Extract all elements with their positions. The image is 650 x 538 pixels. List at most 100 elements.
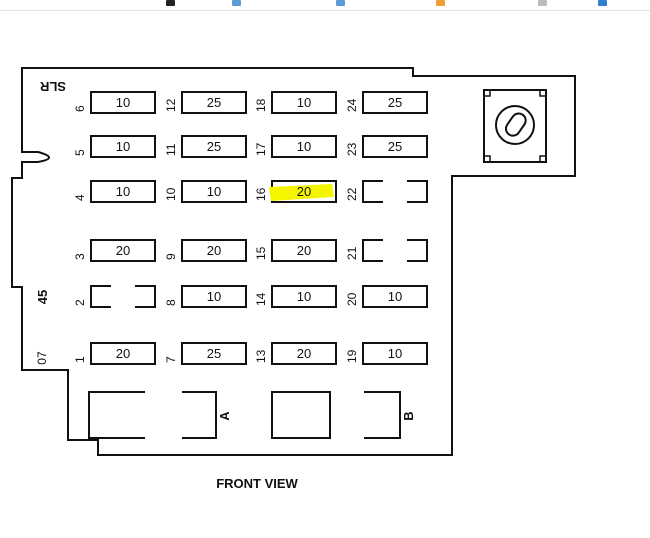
fuse-position-label: 16 — [254, 187, 268, 201]
fuse-slot — [90, 91, 156, 114]
toolbar-icon[interactable] — [232, 0, 241, 6]
fuse-slot — [362, 285, 428, 308]
fuse-10: 10 10 — [164, 180, 247, 203]
fuse-slot — [271, 91, 337, 114]
fuse-slot — [271, 239, 337, 262]
fuse-slot — [90, 180, 156, 203]
side-label-45: 45 — [35, 290, 50, 304]
fuse-slot — [271, 342, 337, 365]
toolbar-icon[interactable] — [598, 0, 607, 6]
connector-a — [88, 391, 217, 439]
fuse-4: 104 — [73, 180, 156, 203]
fuse-position-label: 21 — [345, 246, 359, 260]
fuse-position-label: 2 — [73, 299, 87, 306]
corner-label: SLR — [39, 79, 66, 94]
fuse-rating: 20 — [207, 243, 221, 258]
fuse-position-label: 20 — [345, 292, 359, 306]
toolbar-icon[interactable] — [166, 0, 175, 6]
fuse-rating: 20 — [116, 346, 130, 361]
diagram-caption: FRONT VIEW — [216, 476, 298, 491]
fuse-rating: 10 — [388, 346, 402, 361]
fuse-position-label: 5 — [73, 149, 87, 156]
fuse-position-label: 8 — [164, 299, 178, 306]
fuse-rating: 10 — [297, 289, 311, 304]
fuse-rating: 25 — [207, 95, 221, 110]
fuse-20: 10 20 — [345, 285, 428, 308]
fuse-position-label: 10 — [164, 187, 178, 201]
fuse-1: 20 1 — [73, 342, 156, 365]
fuse-position-label: 24 — [345, 98, 359, 112]
fuse-rating: 25 — [388, 95, 402, 110]
fuse-rating: 10 — [297, 139, 311, 154]
fuse-slot — [362, 135, 428, 158]
fuse-24: 25 24 — [345, 91, 428, 114]
toolbar-icon[interactable] — [538, 0, 547, 6]
fuse-rating: 25 — [207, 139, 221, 154]
fuse-slot — [271, 285, 337, 308]
fuse-rating: 10 — [207, 289, 221, 304]
fuse-slot-empty — [362, 180, 428, 203]
fuse-slot — [181, 285, 247, 308]
toolbar-icon[interactable] — [336, 0, 345, 6]
fuse-position-label: 13 — [254, 349, 268, 363]
fuse-5: 10 5 — [73, 135, 156, 158]
fuse-12: 25 12 — [164, 91, 247, 114]
fuse-6: 106 — [73, 91, 156, 114]
fuse-slot — [181, 180, 247, 203]
toolbar-icon[interactable] — [436, 0, 445, 6]
fuse-position-label: 19 — [345, 349, 359, 363]
fuse-box-outline — [11, 67, 576, 456]
fuse-position-label: 22 — [345, 187, 359, 201]
fuse-rating: 10 — [116, 139, 130, 154]
fuse-rating: 25 — [388, 139, 402, 154]
fuse-slot — [271, 135, 337, 158]
fuse-slot — [181, 239, 247, 262]
fuse-rating: 10 — [388, 289, 402, 304]
fuse-9: 209 — [164, 239, 247, 262]
fuse-slot-empty — [90, 285, 156, 308]
fuse-slot — [90, 239, 156, 262]
fuse-position-label: 3 — [73, 253, 87, 260]
fuse-position-label: 18 — [254, 98, 268, 112]
fuse-slot — [362, 91, 428, 114]
fuse-position-label: 23 — [345, 142, 359, 156]
fuse-position-label: 11 — [164, 143, 178, 156]
fuse-slot — [181, 342, 247, 365]
fuse-position-label: 14 — [254, 292, 268, 306]
fuse-slot — [362, 342, 428, 365]
fuse-rating: 10 — [207, 184, 221, 199]
fuse-11: 25 11 — [164, 135, 247, 158]
connector-label-a: A — [217, 411, 232, 421]
fuse-position-label: 6 — [73, 105, 87, 112]
fuse-rating: 10 — [297, 95, 311, 110]
fuse-position-label: 12 — [164, 98, 178, 112]
fuse-rating: 20 — [297, 184, 311, 199]
connector-b — [271, 391, 401, 439]
fuse-slot — [90, 135, 156, 158]
fuse-slot — [181, 91, 247, 114]
fuse-3: 20 3 — [73, 239, 156, 262]
fuse-8: 10 8 — [164, 285, 247, 308]
fuse-18: 10 18 — [254, 91, 337, 114]
fuse-23: 25 23 — [345, 135, 428, 158]
fuse-slot — [181, 135, 247, 158]
fuse-position-label: 15 — [254, 246, 268, 260]
relay — [483, 89, 547, 163]
fuse-7: 257 — [164, 342, 247, 365]
toolbar-strip — [0, 0, 650, 11]
fuse-14: 10 14 — [254, 285, 337, 308]
side-label-07: 07 — [35, 351, 49, 365]
fuse-position-label: 1 — [73, 356, 87, 363]
fuse-22: 22 — [345, 180, 428, 203]
fuse-slot — [90, 342, 156, 365]
fuse-2: 2 — [73, 285, 156, 308]
fuse-19: 10 19 — [345, 342, 428, 365]
fuse-slot-empty — [362, 239, 428, 262]
fuse-21: 21 — [345, 239, 428, 262]
fuse-rating: 20 — [116, 243, 130, 258]
